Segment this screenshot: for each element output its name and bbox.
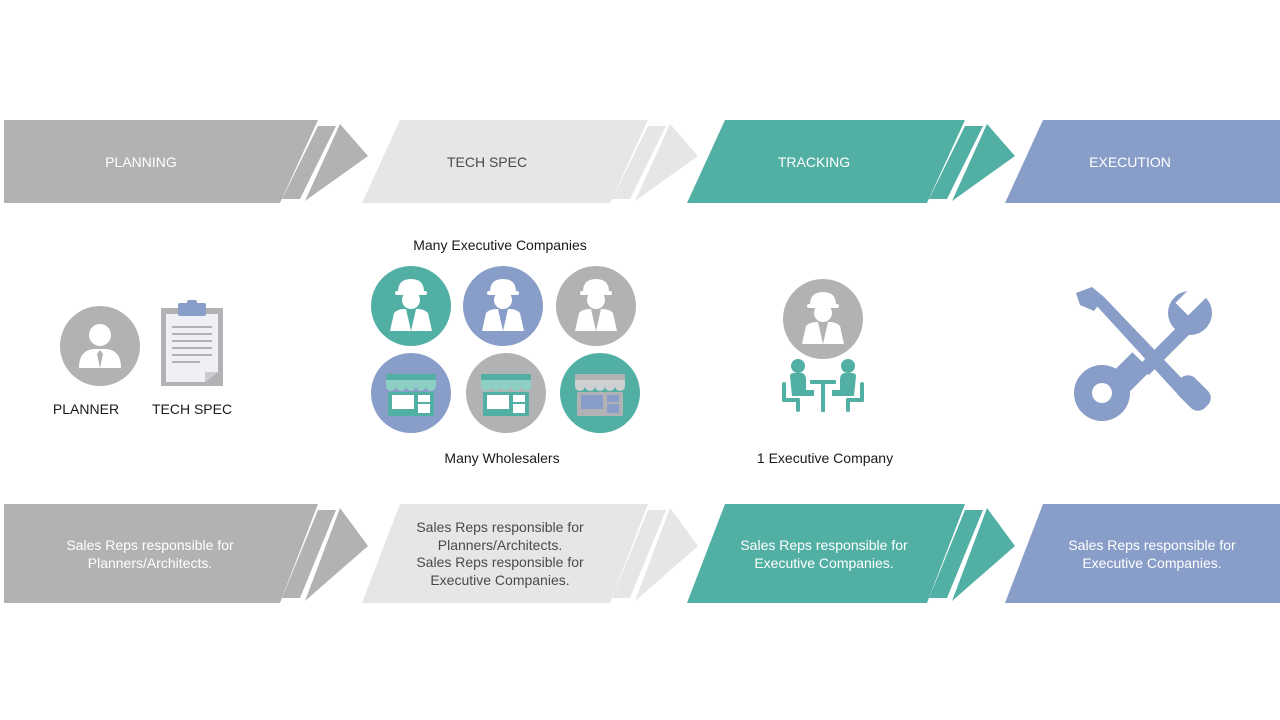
wrench-screwdriver-icon	[1074, 284, 1212, 421]
tech-spec-desc: Sales Reps responsible for Planners/Arch…	[370, 519, 630, 589]
tech-spec-desc-line: Planners/Architects.	[437, 536, 563, 553]
shop-teal-icon	[560, 353, 640, 433]
tracking-desc-line: Sales Reps responsible for	[740, 537, 908, 553]
tech-spec-chevron	[362, 120, 698, 203]
execution-chevron	[1005, 120, 1280, 203]
tech-spec-desc-chevron	[362, 504, 698, 603]
tracking-chevron	[687, 120, 1015, 203]
tracking-desc: Sales Reps responsible for Executive Com…	[694, 537, 954, 572]
planning-desc-line: Sales Reps responsible for	[66, 537, 234, 553]
worker-teal-icon	[371, 266, 451, 346]
worker-gray-icon	[556, 266, 636, 346]
planner-icon	[60, 306, 140, 386]
tracking-desc-line: Executive Companies.	[754, 554, 894, 571]
tech-spec-desc-line: Executive Companies.	[430, 571, 570, 588]
execution-desc: Sales Reps responsible for Executive Com…	[1022, 537, 1280, 572]
tracking-desc-chevron	[687, 504, 1015, 603]
shop-gray-icon	[466, 353, 546, 433]
execution-desc-chevron	[1005, 504, 1280, 603]
execution-desc-line: Sales Reps responsible for	[1068, 537, 1236, 553]
planner-label: PLANNER	[52, 401, 120, 417]
tech-spec-title: TECH SPEC	[446, 154, 528, 170]
planning-title: PLANNING	[105, 154, 177, 170]
executive-worker-icon	[783, 279, 863, 359]
executive-company-caption: 1 Executive Company	[756, 450, 894, 466]
worker-blue-icon	[463, 266, 543, 346]
meeting-table-icon	[782, 359, 864, 412]
planning-chevron	[4, 120, 368, 203]
wholesalers-caption: Many Wholesalers	[444, 450, 560, 466]
planning-desc-chevron	[4, 504, 368, 603]
tech-spec-desc-line: Sales Reps responsible for	[416, 554, 584, 570]
planning-desc: Sales Reps responsible for Planners/Arch…	[20, 537, 280, 572]
planning-desc-line: Planners/Architects.	[87, 554, 213, 571]
clipboard-icon	[161, 300, 223, 386]
tracking-title: TRACKING	[777, 154, 851, 170]
tech-spec-desc-line: Sales Reps responsible for	[416, 519, 584, 535]
shop-blue-icon	[371, 353, 451, 433]
executive-companies-caption: Many Executive Companies	[413, 237, 587, 253]
tech-spec-label: TECH SPEC	[151, 401, 233, 417]
execution-desc-line: Executive Companies.	[1082, 554, 1222, 571]
execution-title: EXECUTION	[1089, 154, 1171, 170]
